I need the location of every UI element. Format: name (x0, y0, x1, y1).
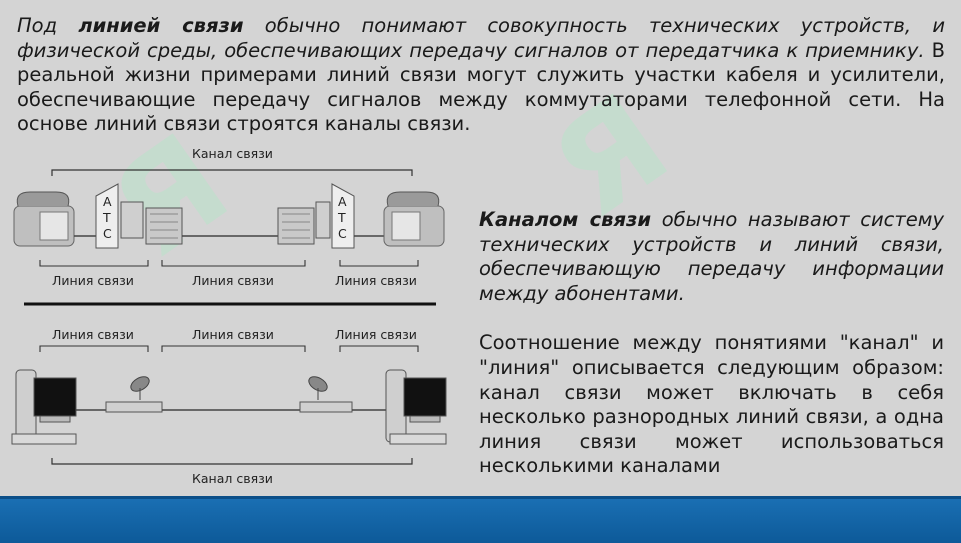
satellite-dish-icon (308, 376, 328, 400)
ats-letter: С (103, 226, 112, 241)
line-bracket (161, 345, 306, 352)
line-bracket (339, 260, 419, 267)
line-bracket (339, 345, 419, 352)
phone-icon (383, 191, 445, 247)
line-bracket (39, 345, 149, 352)
satellite-dish-icon (130, 376, 150, 400)
ats-letter: Т (337, 210, 346, 225)
intro-text-italic: обычно понимают совокупность технических… (17, 14, 945, 62)
channel-definition-text: обычно называют систему технических устр… (479, 208, 944, 305)
channel-bracket-top (51, 169, 413, 176)
line-bracket (161, 260, 306, 267)
relation-paragraph: Соотношение между понятиями "канал" и "л… (479, 331, 944, 478)
ats-right: А Т С (277, 183, 355, 249)
phone-icon (13, 191, 75, 247)
channel-definition: Каналом связи обычно называют систему те… (479, 208, 944, 306)
ats-left: А Т С (95, 183, 183, 249)
channel-term: Каналом связи (479, 208, 652, 231)
line-label: Линия связи (335, 273, 417, 288)
line-label: Линия связи (52, 273, 134, 288)
channel-label-top: Канал связи (192, 146, 273, 161)
channel-bracket-bottom (51, 458, 413, 465)
intro-text-start: Под (17, 14, 58, 37)
line-bracket (39, 260, 149, 267)
line-label: Линия связи (192, 327, 274, 342)
line-label: Линия связи (192, 273, 274, 288)
ats-letter: А (338, 194, 347, 209)
computer-icon (11, 369, 77, 445)
line-label: Линия связи (52, 327, 134, 342)
line-label: Линия связи (335, 327, 417, 342)
intro-text-normal: В реальной жизни примерами линий связи м… (17, 38, 945, 136)
ats-letter: С (338, 226, 347, 241)
intro-term: линией связи (78, 14, 244, 37)
modem-icon (299, 401, 353, 413)
ats-letter: А (103, 194, 112, 209)
modem-icon (105, 401, 163, 413)
channel-label-bottom: Канал связи (192, 471, 273, 486)
computer-icon (385, 369, 447, 445)
intro-paragraph: Под линией связи обычно понимают совокуп… (17, 14, 945, 137)
footer-bar (0, 496, 961, 543)
communication-diagram: Канал связи А Т С А Т С (11, 146, 447, 486)
ats-letter: Т (102, 210, 111, 225)
right-column: Каналом связи обычно называют систему те… (479, 208, 944, 479)
